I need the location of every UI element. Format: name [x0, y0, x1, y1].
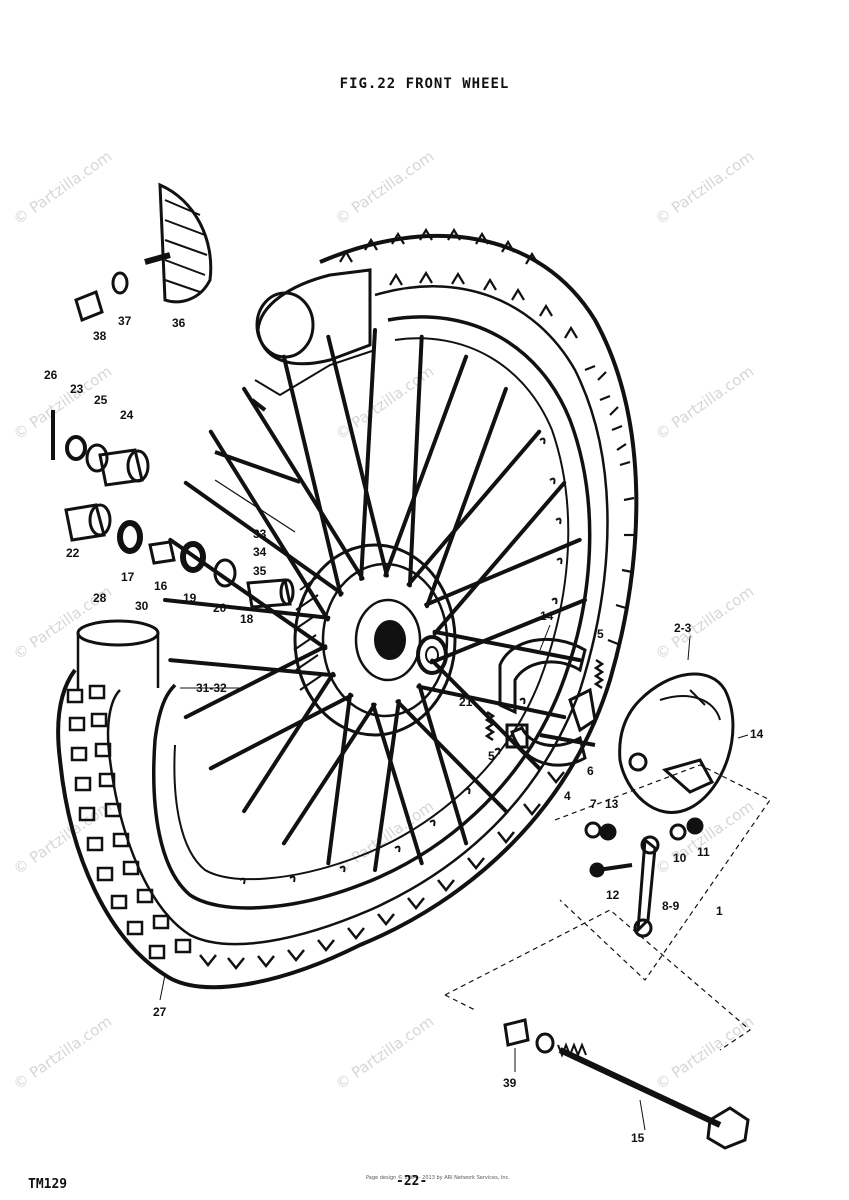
grouping-dashed-lines: [444, 764, 771, 1051]
footer-credit: Page design © 2004 - 2013 by ARI Network…: [366, 1175, 510, 1181]
callout-4: 4: [564, 789, 571, 803]
spoke: [163, 598, 331, 620]
callout-26: 26: [44, 368, 58, 382]
callout-16: 16: [154, 579, 168, 593]
callout-13: 13: [605, 797, 619, 811]
rim: [152, 315, 592, 910]
callout-35: 35: [253, 564, 267, 578]
callout-12: 12: [606, 888, 620, 902]
callout-37: 37: [118, 314, 132, 328]
spoke: [429, 598, 587, 665]
brake-shoes: [498, 637, 597, 767]
callout-27: 27: [153, 1005, 167, 1019]
callout-30: 30: [135, 599, 149, 613]
callout-23: 23: [70, 382, 84, 396]
callout-38: 38: [93, 329, 107, 343]
page-number: -22-: [396, 1174, 428, 1189]
bearing-stack: [51, 410, 295, 609]
spoke: [208, 693, 354, 771]
spoke: [395, 699, 508, 814]
watermark: © Partzilla.com: [652, 147, 757, 228]
hub: [293, 543, 457, 737]
spoke: [407, 334, 424, 588]
callout-21: 21: [459, 695, 473, 709]
callout-1: 1: [716, 904, 723, 918]
spoke: [371, 702, 424, 866]
spoke: [281, 354, 343, 597]
spoke: [326, 692, 353, 866]
spoke: [424, 537, 582, 607]
spoke: [183, 644, 328, 720]
axle-assembly: [503, 1018, 750, 1150]
speedometer-gear-assembly: [74, 182, 213, 323]
watermark: © Partzilla.com: [332, 1012, 437, 1093]
spoke: [383, 354, 469, 578]
watermark: © Partzilla.com: [652, 362, 757, 443]
callout-10: 10: [673, 851, 687, 865]
callout-34: 34: [253, 545, 267, 559]
spoke: [425, 386, 508, 609]
callout-labels: 1 2-3 4 5 5 6 7 8-9 10 11 12 13 14 14 15…: [44, 314, 764, 1145]
callout-2-3: 2-3: [674, 621, 692, 635]
leader-lines: [159, 624, 749, 1131]
watermark: © Partzilla.com: [332, 147, 437, 228]
spoke: [406, 429, 542, 587]
callout-19: 19: [183, 591, 197, 605]
callout-5: 5: [488, 749, 495, 763]
callout-5: 5: [597, 627, 604, 641]
spoke-rods: [214, 398, 301, 533]
spoke: [432, 480, 567, 636]
callout-39: 39: [503, 1076, 517, 1090]
spoke: [168, 658, 336, 678]
callout-36: 36: [172, 316, 186, 330]
watermark: © Partzilla.com: [10, 147, 115, 228]
callout-14: 14: [540, 609, 554, 623]
watermark: © Partzilla.com: [652, 582, 757, 663]
callout-17: 17: [121, 570, 135, 584]
spoke: [242, 386, 365, 581]
callout-24: 24: [120, 408, 134, 422]
callout-15: 15: [631, 1131, 645, 1145]
spoke: [416, 684, 567, 720]
callout-11: 11: [697, 845, 710, 859]
callout-33: 33: [253, 527, 267, 541]
spoke: [168, 537, 328, 651]
callout-28: 28: [93, 591, 107, 605]
spoke: [281, 702, 377, 846]
watermark: © Partzilla.com: [652, 797, 757, 878]
callout-22: 22: [66, 546, 80, 560]
tire: [56, 227, 639, 990]
brake-arm-assembly: [584, 817, 704, 938]
callout-14: 14: [750, 727, 764, 741]
spoke: [242, 671, 335, 814]
callout-7: 7: [590, 797, 597, 811]
inner-tube: [76, 268, 376, 690]
callout-18: 18: [240, 612, 254, 626]
callout-25: 25: [94, 393, 108, 407]
spoke: [432, 629, 582, 663]
page-code: TM129: [28, 1177, 68, 1192]
watermark: © Partzilla.com: [10, 1012, 115, 1093]
callout-20: 20: [213, 601, 227, 615]
spoke: [373, 699, 401, 872]
brake-springs: [484, 658, 605, 742]
figure-title: FIG.22 FRONT WHEEL: [339, 76, 510, 92]
spoke: [359, 328, 377, 581]
brake-panel: [618, 672, 735, 814]
spoke: [326, 334, 389, 578]
callout-6: 6: [587, 764, 594, 778]
callout-8-9: 8-9: [662, 899, 680, 913]
watermark: © Partzilla.com: [652, 1012, 757, 1093]
